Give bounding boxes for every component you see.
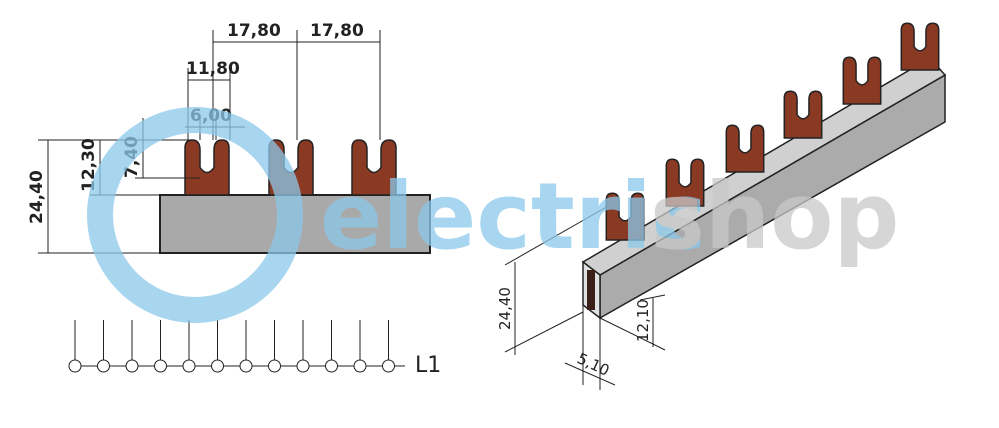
watermark-text-2: shop — [650, 163, 899, 270]
terminal-node — [125, 359, 139, 373]
terminal-node — [325, 359, 338, 373]
fork-terminal — [900, 22, 940, 71]
terminal-node — [382, 359, 395, 373]
iso-total-height-dimension: 24,40 — [496, 287, 514, 330]
pitch-dimension-2: 17,80 — [310, 21, 364, 41]
terminal-node — [97, 359, 110, 373]
forks — [184, 139, 397, 196]
terminal-node — [296, 359, 310, 373]
fork-terminal — [725, 124, 765, 173]
phase-label: L1 — [415, 353, 441, 378]
fork-terminal — [351, 139, 397, 196]
terminal-node — [353, 359, 367, 373]
terminal-node — [154, 359, 167, 373]
terminal-node — [182, 359, 196, 373]
terminal-node — [68, 359, 82, 373]
fork-terminal — [665, 158, 705, 207]
fork-width-dimension: 11,80 — [186, 59, 240, 79]
terminal-node — [211, 359, 224, 373]
total-height-dimension: 24,40 — [27, 170, 47, 224]
fork-terminal — [783, 90, 823, 139]
fork-terminal — [605, 192, 645, 241]
fork-terminal — [184, 139, 230, 196]
pitch-dimension-1: 17,80 — [227, 21, 281, 41]
isometric-view — [504, 22, 947, 390]
terminal-schematic — [68, 320, 405, 373]
iso-bar-height-dimension: 12,10 — [634, 299, 652, 342]
forks — [605, 22, 940, 241]
watermark-text-1: electric — [320, 163, 706, 270]
busbar-copper-core — [587, 270, 595, 310]
watermark-logo-icon — [87, 107, 303, 323]
terminal-node — [239, 359, 253, 373]
watermark: electric shop — [87, 107, 899, 323]
fork-terminal — [842, 56, 882, 105]
terminal-node — [268, 359, 281, 373]
